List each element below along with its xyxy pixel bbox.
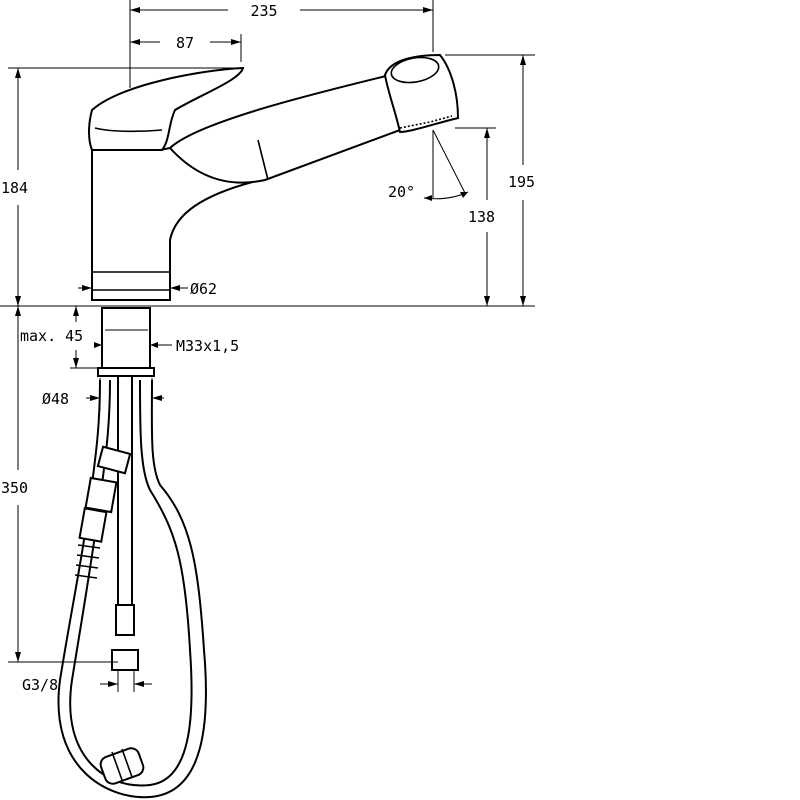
dimension-138: 138: [455, 127, 496, 306]
dim-label-350: 350: [1, 479, 28, 497]
lever-handle: [88, 66, 245, 151]
dim-label-max-45: max. 45: [20, 327, 83, 345]
dimension-connection: G3/8: [22, 670, 152, 694]
spray-hose-loop: [57, 379, 207, 799]
mounting-shank: [97, 307, 155, 377]
dimension-350: 350: [1, 306, 118, 663]
dim-label-connection: G3/8: [22, 676, 58, 694]
supply-hose-straight: [111, 376, 139, 671]
dimension-shank-diameter: Ø48: [42, 378, 164, 410]
dim-label-base-diameter: Ø62: [190, 280, 217, 298]
dimension-184: 184: [0, 67, 535, 307]
dimension-max-45: max. 45: [20, 306, 100, 369]
dim-label-235: 235: [250, 2, 277, 20]
dim-label-angle: 20°: [388, 183, 415, 201]
dim-label-184: 184: [1, 179, 28, 197]
dim-label-thread: M33x1,5: [176, 337, 239, 355]
dim-label-87: 87: [176, 34, 194, 52]
dimension-87: 87: [130, 34, 242, 62]
dimension-angle: 20°: [388, 129, 469, 201]
dimension-thread: M33x1,5: [94, 337, 239, 355]
pull-out-spout: [168, 53, 460, 184]
dim-label-shank-diameter: Ø48: [42, 390, 69, 408]
dimension-235: 235: [129, 0, 434, 88]
dimension-base-diameter: Ø62: [78, 280, 217, 298]
dim-label-138: 138: [468, 208, 495, 226]
dim-label-195: 195: [508, 173, 535, 191]
dimension-195: 195: [445, 54, 535, 306]
